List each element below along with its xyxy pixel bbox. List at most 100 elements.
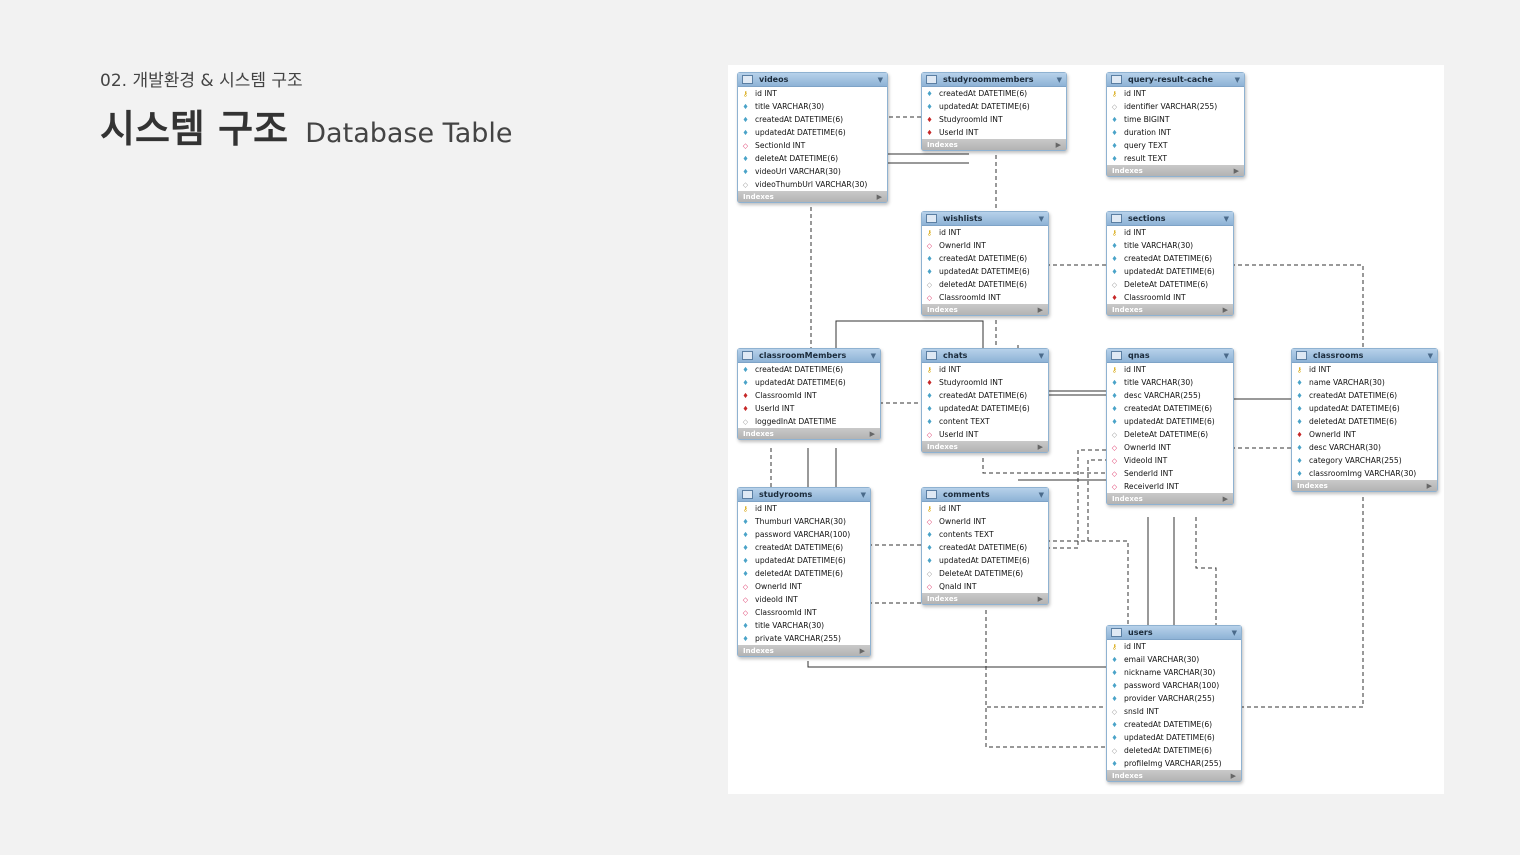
table-header[interactable]: qnas▼: [1107, 349, 1233, 363]
table-column: ♦title VARCHAR(30): [1107, 239, 1233, 252]
foreign-key-icon: ◇: [926, 293, 933, 302]
table-header[interactable]: chats▼: [922, 349, 1048, 363]
column-icon: ◇: [742, 180, 749, 189]
table-header[interactable]: classrooms▼: [1292, 349, 1437, 363]
column-label: email VARCHAR(30): [1124, 655, 1200, 664]
table-users[interactable]: users▼⚷id INT♦email VARCHAR(30)♦nickname…: [1106, 625, 1242, 782]
column-label: DeleteAt DATETIME(6): [1124, 430, 1209, 439]
column-label: title VARCHAR(30): [755, 621, 825, 630]
column-icon: ♦: [1296, 391, 1303, 400]
expand-arrow-icon[interactable]: ▶: [859, 646, 865, 655]
column-icon: ◇: [926, 569, 933, 578]
expand-arrow-icon[interactable]: ▶: [1230, 771, 1236, 780]
column-icon: ♦: [1111, 417, 1118, 426]
expand-arrow-icon[interactable]: ▶: [1037, 594, 1043, 603]
table-videos[interactable]: videos▼⚷id INT♦title VARCHAR(30)♦created…: [737, 72, 888, 203]
column-label: updatedAt DATETIME(6): [1124, 267, 1215, 276]
table-header[interactable]: studyroommembers▼: [922, 73, 1066, 87]
table-column: ◇VideoId INT: [1107, 454, 1233, 467]
table-qnas[interactable]: qnas▼⚷id INT♦title VARCHAR(30)♦desc VARC…: [1106, 348, 1234, 505]
expand-arrow-icon[interactable]: ▶: [1037, 305, 1043, 314]
table-header[interactable]: wishlists▼: [922, 212, 1048, 226]
indexes-bar[interactable]: Indexes▶: [1107, 770, 1241, 781]
table-column: ⚷id INT: [1292, 363, 1437, 376]
table-header[interactable]: sections▼: [1107, 212, 1233, 226]
indexes-bar[interactable]: Indexes▶: [1292, 480, 1437, 491]
table-comments[interactable]: comments▼⚷id INT◇OwnerId INT♦contents TE…: [921, 487, 1049, 605]
table-sections[interactable]: sections▼⚷id INT♦title VARCHAR(30)♦creat…: [1106, 211, 1234, 316]
collapse-chevron-icon[interactable]: ▼: [1231, 628, 1237, 637]
column-label: updatedAt DATETIME(6): [1309, 404, 1400, 413]
expand-arrow-icon[interactable]: ▶: [1037, 442, 1043, 451]
table-header[interactable]: users▼: [1107, 626, 1241, 640]
collapse-chevron-icon[interactable]: ▼: [1223, 214, 1229, 223]
collapse-chevron-icon[interactable]: ▼: [1234, 75, 1240, 84]
foreign-key-icon: ♦: [926, 128, 933, 137]
table-column: ⚷id INT: [922, 226, 1048, 239]
table-icon: [926, 351, 937, 360]
table-studyrooms[interactable]: studyrooms▼⚷id INT♦ThumburI VARCHAR(30)♦…: [737, 487, 871, 657]
table-column: ◇QnaId INT: [922, 580, 1048, 593]
indexes-bar[interactable]: Indexes▶: [922, 139, 1066, 150]
foreign-key-icon: ◇: [926, 517, 933, 526]
collapse-chevron-icon[interactable]: ▼: [1056, 75, 1062, 84]
table-header[interactable]: videos ▼: [738, 73, 887, 87]
table-header[interactable]: classroomMembers▼: [738, 349, 880, 363]
indexes-bar[interactable]: Indexes▶: [1107, 493, 1233, 504]
table-header[interactable]: query-result-cache▼: [1107, 73, 1244, 87]
table-icon: [1111, 214, 1122, 223]
indexes-bar[interactable]: Indexes▶: [738, 645, 870, 656]
table-wishlists[interactable]: wishlists▼⚷id INT◇OwnerId INT♦createdAt …: [921, 211, 1049, 316]
relationship-lines: [770, 116, 1364, 748]
collapse-chevron-icon[interactable]: ▼: [1038, 214, 1044, 223]
collapse-chevron-icon[interactable]: ▼: [1038, 490, 1044, 499]
indexes-bar[interactable]: Indexes▶: [922, 593, 1048, 604]
table-column: ♦updatedAt DATETIME(6): [922, 554, 1048, 567]
indexes-bar[interactable]: Indexes ▶: [1107, 304, 1233, 315]
column-label: provider VARCHAR(255): [1124, 694, 1215, 703]
column-label: nickname VARCHAR(30): [1124, 668, 1216, 677]
expand-arrow-icon[interactable]: ▶: [1222, 494, 1228, 503]
column-icon: ♦: [926, 267, 933, 276]
table-name: videos: [759, 75, 789, 84]
indexes-label: Indexes: [1112, 305, 1143, 314]
table-column: ◇loggedInAt DATETIME: [738, 415, 880, 428]
table-header[interactable]: comments▼: [922, 488, 1048, 502]
column-label: createdAt DATETIME(6): [755, 115, 844, 124]
table-column: ♦createdAt DATETIME(6): [922, 541, 1048, 554]
column-icon: ♦: [1296, 469, 1303, 478]
collapse-chevron-icon[interactable]: ▼: [1038, 351, 1044, 360]
table-column: ⚷id INT: [922, 363, 1048, 376]
column-label: deletedAt DATETIME(6): [939, 280, 1027, 289]
table-chats[interactable]: chats▼⚷id INT♦StudyroomId INT♦createdAt …: [921, 348, 1049, 453]
expand-arrow-icon[interactable]: ▶: [876, 192, 882, 201]
indexes-bar[interactable]: Indexes▶: [738, 428, 880, 439]
table-studyroommembers[interactable]: studyroommembers▼♦createdAt DATETIME(6)♦…: [921, 72, 1067, 151]
indexes-bar[interactable]: Indexes▶: [1107, 165, 1244, 176]
collapse-chevron-icon[interactable]: ▼: [870, 351, 876, 360]
rel-line: [1046, 459, 1108, 542]
column-icon: ♦: [1111, 115, 1118, 124]
column-icon: ♦: [742, 102, 749, 111]
expand-arrow-icon[interactable]: ▶: [1426, 481, 1432, 490]
table-classrooms[interactable]: classrooms▼⚷id INT♦name VARCHAR(30)♦crea…: [1291, 348, 1438, 492]
expand-arrow-icon[interactable]: ▶: [869, 429, 875, 438]
title-korean: 시스템 구조: [100, 107, 289, 151]
column-icon: ♦: [1111, 128, 1118, 137]
column-label: StudyroomId INT: [939, 378, 1003, 387]
collapse-chevron-icon[interactable]: ▼: [860, 490, 866, 499]
indexes-bar[interactable]: Indexes▶: [738, 191, 887, 202]
table-query-result-cache[interactable]: query-result-cache▼⚷id INT◇identifier VA…: [1106, 72, 1245, 177]
indexes-bar[interactable]: Indexes▶: [922, 304, 1048, 315]
expand-arrow-icon[interactable]: ▶: [1055, 140, 1061, 149]
expand-arrow-icon[interactable]: ▶: [1233, 166, 1239, 175]
expand-arrow-icon[interactable]: ▶: [1222, 305, 1228, 314]
collapse-chevron-icon[interactable]: ▼: [1427, 351, 1433, 360]
table-classroomMembers[interactable]: classroomMembers▼♦createdAt DATETIME(6)♦…: [737, 348, 881, 440]
collapse-chevron-icon[interactable]: ▼: [1223, 351, 1229, 360]
table-column: ⚷id INT: [1107, 226, 1233, 239]
indexes-bar[interactable]: Indexes▶: [922, 441, 1048, 452]
table-header[interactable]: studyrooms▼: [738, 488, 870, 502]
collapse-chevron-icon[interactable]: ▼: [877, 75, 883, 84]
table-column: ♦query TEXT: [1107, 139, 1244, 152]
